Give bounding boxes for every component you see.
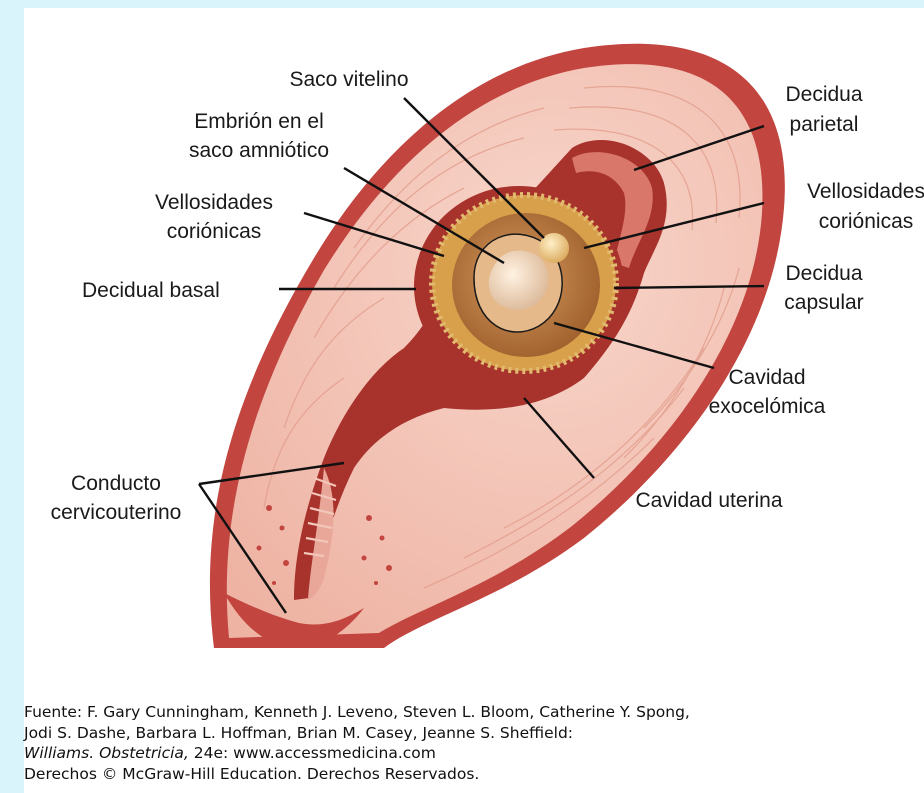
label-cavidad-exo-2: exocelómica [709,395,826,418]
label-vellosidades-left-1: Vellosidades [155,191,273,214]
caption-line-2: Jodi S. Dashe, Barbara L. Hoffman, Brian… [24,723,904,744]
caption-book-title: Williams. Obstetricia, [24,744,189,762]
label-vellosidades-right-2: coriónicas [819,210,914,233]
label-saco-vitelino: Saco vitelino [289,68,408,91]
uterus-diagram: Saco vitelino Embrión en el saco amnióti… [24,8,924,708]
gestational-sac [414,186,624,386]
source-caption: Fuente: F. Gary Cunningham, Kenneth J. L… [24,702,904,784]
caption-edition-url: 24e: www.accessmedicina.com [189,744,436,762]
caption-line-1: Fuente: F. Gary Cunningham, Kenneth J. L… [24,702,904,723]
label-embrion-2: saco amniótico [189,139,329,162]
label-conducto-2: cervicouterino [51,501,182,524]
label-decidua-parietal-2: parietal [790,113,859,136]
caption-line-4: Derechos © McGraw-Hill Education. Derech… [24,764,904,785]
label-decidua-capsular-1: Decidua [785,262,862,285]
label-decidual-basal: Decidual basal [82,279,220,302]
figure-frame: Saco vitelino Embrión en el saco amnióti… [24,8,924,793]
label-embrion-1: Embrión en el [194,110,324,133]
caption-line-3: Williams. Obstetricia, 24e: www.accessme… [24,743,904,764]
label-cavidad-uterina: Cavidad uterina [635,489,782,512]
label-vellosidades-left-2: coriónicas [167,220,262,243]
label-decidua-parietal-1: Decidua [785,83,862,106]
label-decidua-capsular-2: capsular [784,291,863,314]
label-conducto-1: Conducto [71,472,161,495]
label-vellosidades-right-1: Vellosidades [807,180,924,203]
label-cavidad-exo-1: Cavidad [728,366,805,389]
